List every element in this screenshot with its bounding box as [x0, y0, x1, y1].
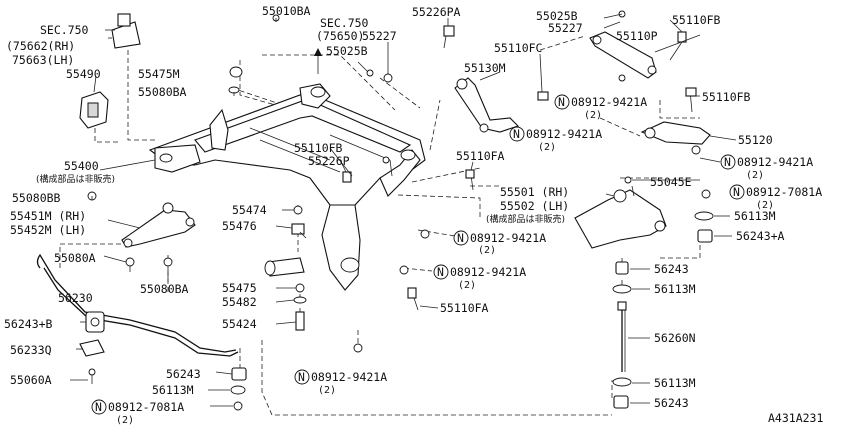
label-75663: 75663(LH) [12, 53, 74, 67]
label-75650: (75650) [316, 29, 364, 43]
label-55025B-right: 55025B [536, 9, 578, 23]
label-55025B-center: 55025B [326, 44, 368, 58]
label-56243A: 56243+A [736, 229, 785, 243]
label-55080BB: 55080BB [12, 191, 61, 205]
label-55451M: 55451M (RH) [10, 209, 86, 223]
label-sec750-center: SEC.750 [320, 16, 369, 30]
svg-text:N: N [724, 155, 731, 169]
label-56243-left: 56243 [166, 367, 201, 381]
label-55476: 55476 [222, 219, 257, 233]
svg-text:N: N [513, 127, 520, 141]
label-55130M: 55130M [464, 61, 506, 75]
label-08912-9421A-upper2: 08912-9421A [526, 127, 602, 141]
svg-text:N: N [437, 265, 444, 279]
lower-link-rh-lh [121, 209, 196, 248]
center-studs [314, 25, 455, 83]
upper-arm-55120 [640, 87, 711, 155]
label-08912-7081A-left: 08912-7081A [108, 400, 184, 414]
label-08912-7081A-right: 08912-7081A [746, 185, 822, 199]
stabilizer-bushing [85, 311, 105, 333]
reference-code: A431A231 [768, 411, 823, 425]
label-55227-center: 55227 [362, 29, 397, 43]
label-56113M-left: 56113M [152, 383, 194, 397]
label-note-right: (構成部品は非販売) [486, 213, 565, 225]
label-qty-mid1: (2) [478, 245, 496, 256]
svg-text:N: N [733, 185, 740, 199]
label-55060A: 55060A [10, 373, 52, 387]
lower-mount-stack-left [230, 367, 247, 411]
part-number-labels: SEC.750 (75662(RH) 75663(LH) 55490 55400… [4, 4, 823, 425]
rear-mount-stack [612, 189, 714, 409]
label-55424: 55424 [222, 317, 257, 331]
label-55110FB-center: 55110FB [294, 141, 343, 155]
engine-mount-insulator [79, 91, 109, 129]
label-56113M-r1: 56113M [734, 209, 776, 223]
label-55080BA-top: 55080BA [138, 85, 187, 99]
label-55452M: 55452M (LH) [10, 223, 86, 237]
label-56260N: 56260N [654, 331, 696, 345]
label-55110FC: 55110FC [494, 41, 543, 55]
label-55475M: 55475M [138, 67, 180, 81]
label-55227-right: 55227 [548, 21, 583, 35]
nut-symbols: N N N N N N N N [91, 94, 745, 415]
label-56243B: 56243+B [4, 317, 53, 331]
label-56230: 56230 [58, 291, 93, 305]
label-56113M-r3: 56113M [654, 376, 696, 390]
lower-arm-55501-55502 [574, 176, 667, 249]
label-08912-9421A-mid1: 08912-9421A [470, 231, 546, 245]
label-55474: 55474 [232, 203, 267, 217]
label-55110FA-upper: 55110FA [456, 149, 505, 163]
label-55080BA-low: 55080BA [140, 282, 189, 296]
leader-lines [70, 13, 737, 407]
center-bushing-stack [264, 205, 363, 353]
radius-rod-55130M [454, 77, 549, 133]
label-qty-right: (2) [746, 170, 764, 181]
label-55226PA: 55226PA [412, 5, 461, 19]
label-qty-7081A-right: (2) [756, 200, 774, 211]
engine-mount-bracket [108, 13, 141, 49]
label-qty-upper1: (2) [584, 110, 602, 121]
center-bolts [342, 156, 475, 311]
svg-text:N: N [298, 370, 305, 384]
label-note-left: (構成部品は非販売) [36, 173, 115, 185]
label-08912-9421A-bottom: 08912-9421A [311, 370, 387, 384]
label-55080A: 55080A [54, 251, 96, 265]
label-55045E: 55045E [650, 175, 692, 189]
stabilizer-clamp [79, 339, 105, 357]
label-56113M-r2: 56113M [654, 282, 696, 296]
label-08912-9421A-right: 08912-9421A [737, 155, 813, 169]
label-55502: 55502 (LH) [500, 199, 569, 213]
svg-text:N: N [95, 400, 102, 414]
label-55010BA: 55010BA [262, 4, 311, 18]
label-55110FA-lower: 55110FA [440, 301, 489, 315]
label-qty-upper2: (2) [538, 142, 556, 153]
label-55110FB-right: 55110FB [702, 90, 751, 104]
label-08912-9421A-mid2: 08912-9421A [450, 265, 526, 279]
label-55226P: 55226P [308, 154, 350, 168]
label-55490: 55490 [66, 67, 101, 81]
label-55110FB-top: 55110FB [672, 13, 721, 27]
label-55400: 55400 [64, 159, 99, 173]
svg-text:N: N [457, 231, 464, 245]
label-56243-r1: 56243 [654, 262, 689, 276]
svg-text:N: N [558, 95, 565, 109]
label-qty-bottom: (2) [318, 385, 336, 396]
label-sec750-left: SEC.750 [40, 23, 89, 37]
label-08912-9421A-upper1: 08912-9421A [571, 95, 647, 109]
stabilizer-bar [36, 253, 239, 357]
label-55475: 55475 [222, 281, 257, 295]
label-75662: (75662(RH) [6, 39, 75, 53]
label-55482: 55482 [222, 295, 257, 309]
label-56233Q: 56233Q [10, 343, 52, 357]
label-qty-7081A-left: (2) [116, 415, 134, 425]
small-bolts-left [87, 14, 280, 384]
dashed-leader-lines [59, 35, 701, 416]
label-55501: 55501 (RH) [500, 185, 569, 199]
label-56243-r2: 56243 [654, 396, 689, 410]
label-55110P: 55110P [616, 29, 658, 43]
label-55120: 55120 [738, 133, 773, 147]
label-qty-mid2: (2) [458, 280, 476, 291]
front-crossmember [148, 83, 426, 291]
